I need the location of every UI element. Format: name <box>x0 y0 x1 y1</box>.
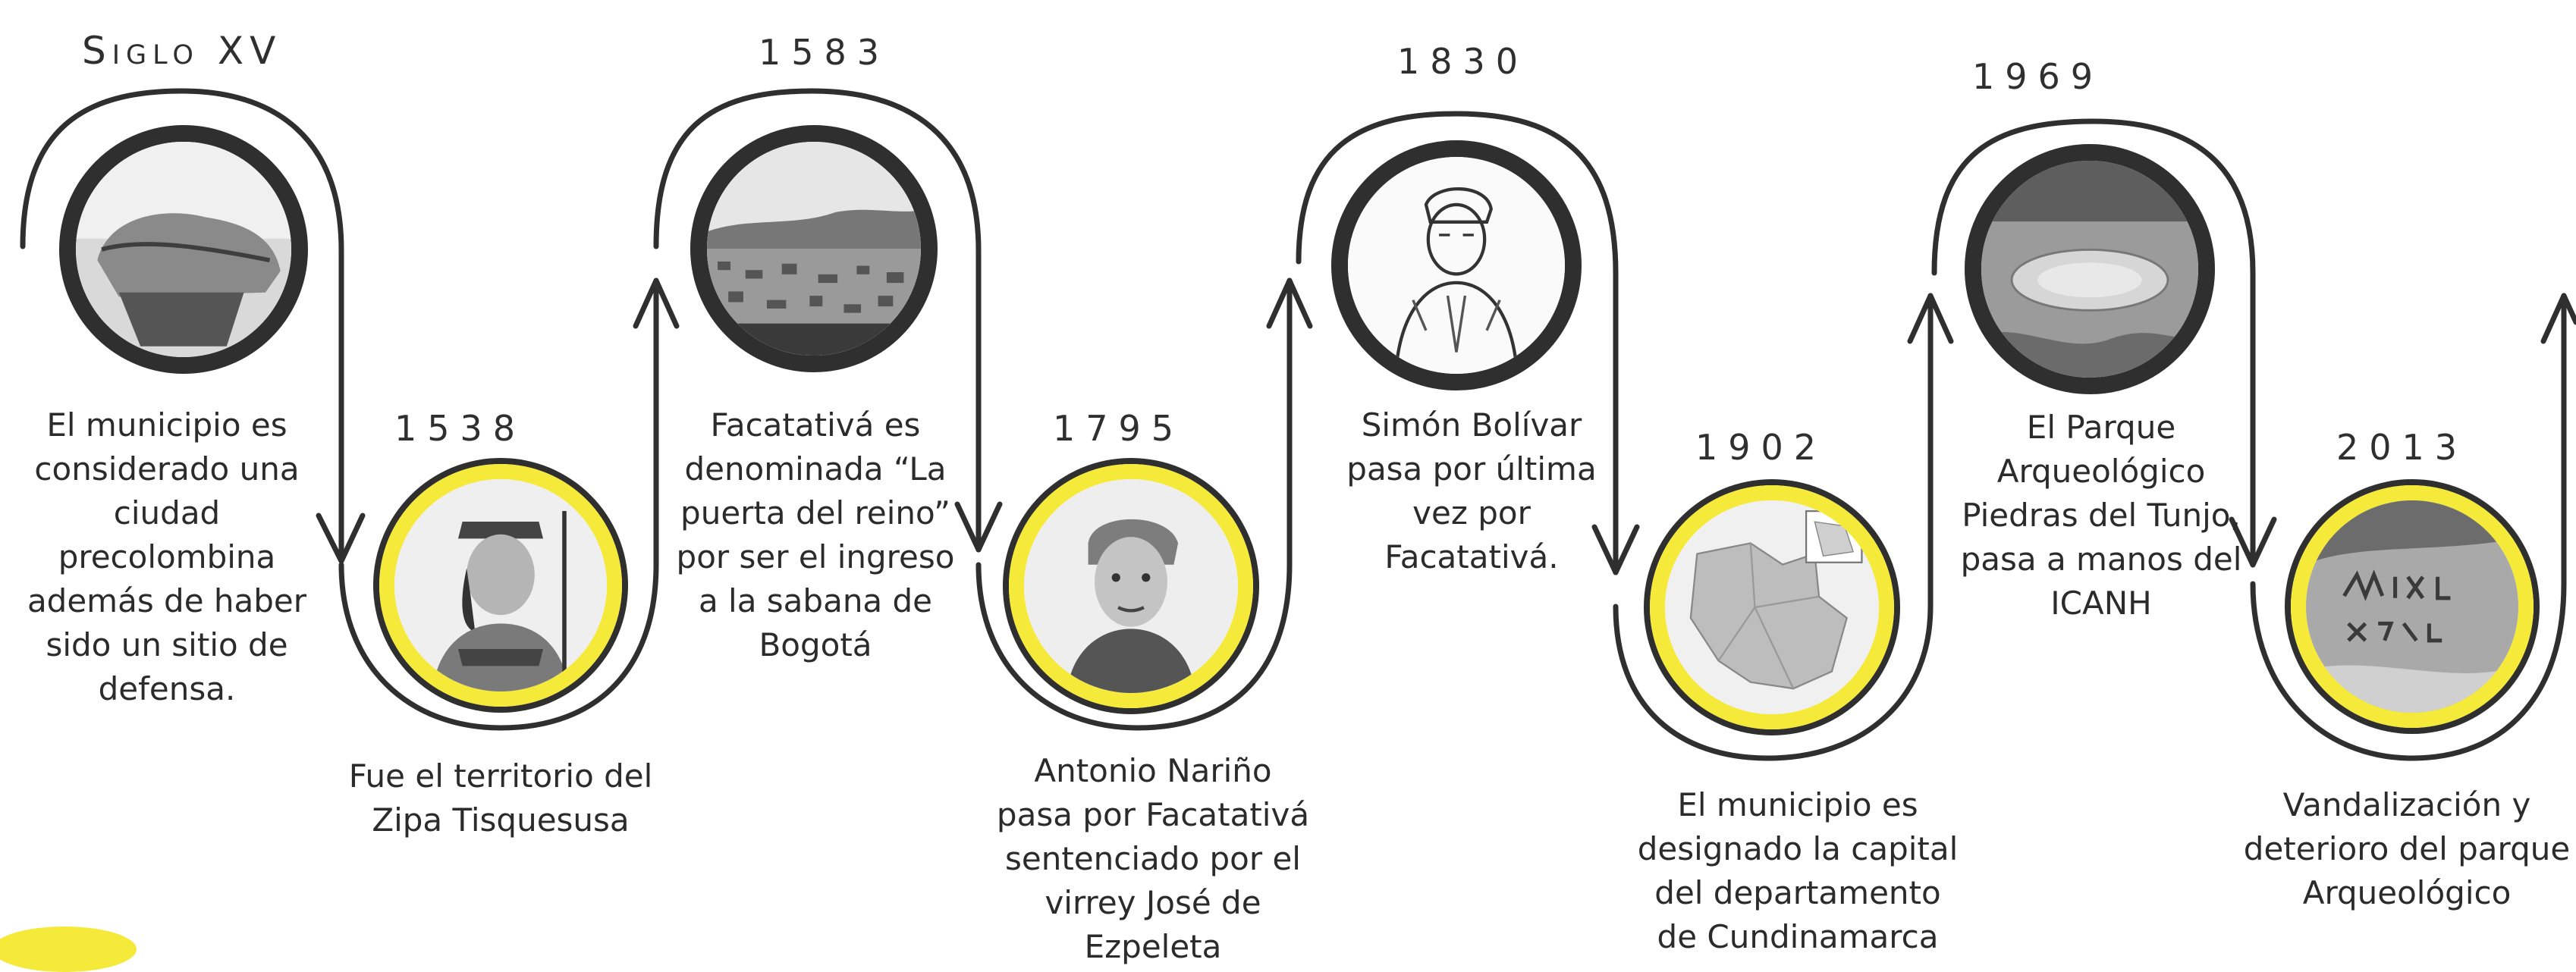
desc-line: Arqueológico <box>1996 453 2206 490</box>
park-aerial-photo <box>1965 144 2215 394</box>
desc-line: Antonio Nariño <box>1034 752 1272 789</box>
desc-1583: Facatativá es denominada “La puerta del … <box>664 403 967 667</box>
department-map <box>1650 485 1894 729</box>
zipa-portrait <box>379 464 622 707</box>
desc-line: ICANH <box>2050 585 2152 622</box>
desc-2013: Vandalización y deterioro del parque Arq… <box>2238 783 2576 915</box>
desc-line: virrey José de <box>1045 884 1261 921</box>
year-1583: 1583 <box>759 32 891 73</box>
desc-line: precolombina <box>58 538 276 575</box>
year-2013: 2013 <box>2336 427 2468 468</box>
desc-line: Arqueológico <box>2302 874 2512 911</box>
desc-line: Zipa Tisquesusa <box>372 801 630 839</box>
rock-formation-photo <box>59 125 308 374</box>
desc-line: puerta del reino” <box>680 494 950 531</box>
desc-line: pasa a manos del <box>1960 541 2242 578</box>
bolivar-sketch <box>1331 140 1582 390</box>
desc-line: defensa. <box>98 670 236 707</box>
graffiti-rock-photo <box>2291 485 2534 728</box>
desc-line: Fue el territorio del <box>348 757 653 795</box>
city-landscape-photo <box>690 125 938 372</box>
desc-line: deterioro del parque <box>2243 830 2571 867</box>
year-1969: 1969 <box>1972 56 2104 97</box>
desc-line: Vandalización y <box>2282 786 2531 823</box>
desc-line: ciudad <box>113 494 221 531</box>
timeline-path <box>20 88 2576 761</box>
year-siglo-xv: Siglo XV <box>82 29 282 73</box>
desc-line: El municipio es <box>1677 786 1918 823</box>
desc-line: a la sabana de <box>698 582 933 619</box>
desc-line: de Cundinamarca <box>1657 918 1939 955</box>
desc-line: designado la capital <box>1637 830 1959 867</box>
desc-line: El municipio es <box>46 406 287 444</box>
desc-line: vez por <box>1412 494 1531 531</box>
desc-line: Piedras del Tunjo, <box>1962 497 2241 534</box>
decorative-yellow-shape <box>0 927 137 972</box>
desc-line: Simón Bolívar <box>1361 406 1582 444</box>
year-1902: 1902 <box>1695 427 1827 468</box>
desc-siglo-xv: El municipio es considerado una ciudad p… <box>15 403 319 711</box>
narino-portrait <box>1009 464 1253 708</box>
desc-line: sido un sitio de <box>46 626 288 663</box>
desc-1969: El Parque Arqueológico Piedras del Tunjo… <box>1942 406 2260 626</box>
year-1538: 1538 <box>394 408 526 449</box>
desc-1830: Simón Bolívar pasa por última vez por Fa… <box>1320 403 1623 579</box>
desc-line: por ser el ingreso <box>676 538 955 575</box>
desc-1795: Antonio Nariño pasa por Facatativá sente… <box>979 749 1327 969</box>
year-1795: 1795 <box>1053 408 1185 449</box>
desc-line: considerado una <box>34 450 300 488</box>
desc-1902: El municipio es designado la capital del… <box>1616 783 1980 959</box>
year-1830: 1830 <box>1397 41 1529 82</box>
desc-1538: Fue el territorio del Zipa Tisquesusa <box>319 754 683 842</box>
desc-line: denominada “La <box>684 450 947 488</box>
desc-line: Facatativá es <box>710 406 921 444</box>
desc-line: además de haber <box>27 582 307 619</box>
desc-line: pasa por Facatativá <box>996 796 1310 833</box>
desc-line: Facatativá. <box>1384 538 1559 575</box>
desc-line: del departamento <box>1654 874 1941 911</box>
desc-line: Ezpeleta <box>1084 928 1222 965</box>
desc-line: pasa por última <box>1346 450 1597 488</box>
desc-line: sentenciado por el <box>1005 840 1301 877</box>
desc-line: El Parque <box>2026 409 2176 446</box>
desc-line: Bogotá <box>759 626 872 663</box>
